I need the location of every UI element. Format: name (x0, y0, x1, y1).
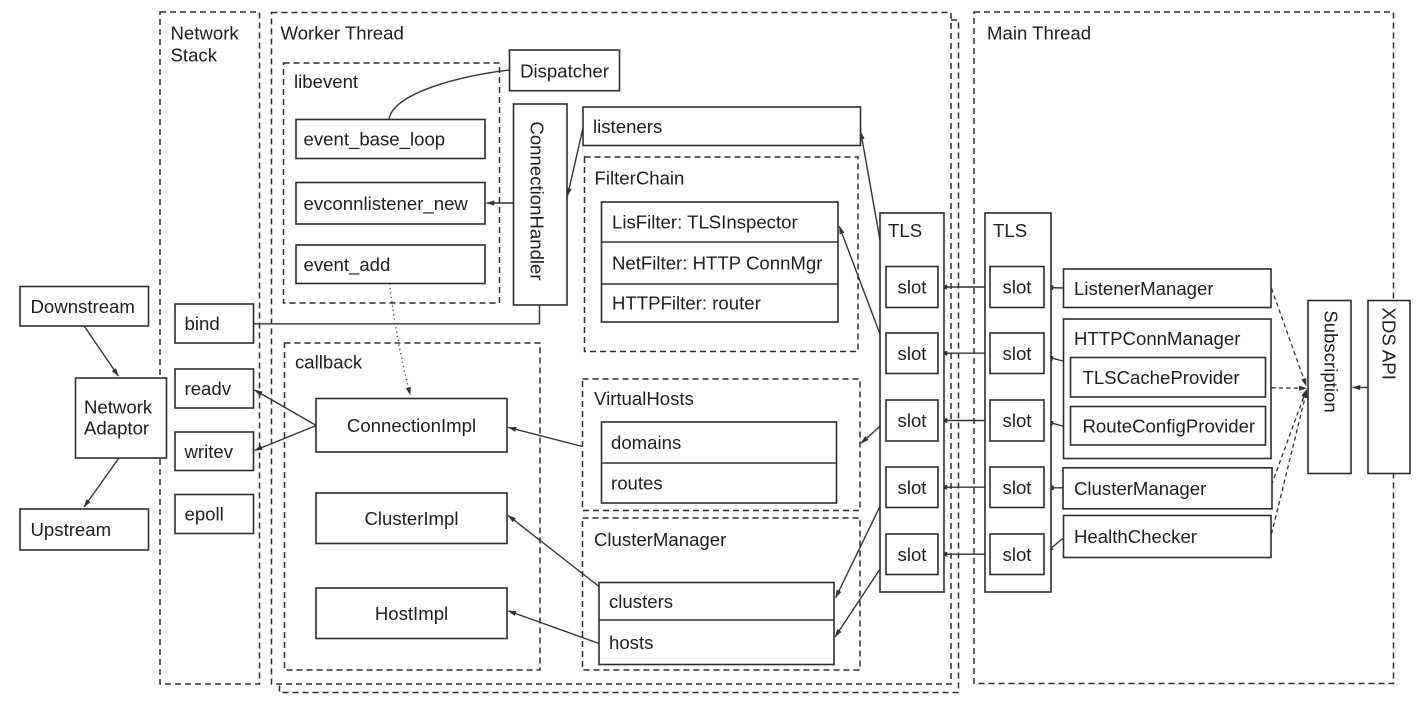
svg-text:slot: slot (898, 477, 928, 498)
svg-text:event_add: event_add (304, 254, 391, 276)
svg-text:event_base_loop: event_base_loop (304, 129, 446, 151)
svg-text:Upstream: Upstream (31, 519, 112, 540)
svg-text:slot: slot (1003, 544, 1033, 565)
svg-text:routes: routes (611, 473, 663, 494)
svg-text:FilterChain: FilterChain (595, 168, 685, 189)
svg-text:listeners: listeners (593, 116, 662, 137)
svg-text:HTTPFilter: router: HTTPFilter: router (612, 293, 761, 314)
svg-text:TLS: TLS (888, 220, 922, 241)
svg-text:domains: domains (611, 432, 681, 453)
svg-text:slot: slot (898, 277, 928, 298)
svg-text:TLS: TLS (993, 220, 1027, 241)
svg-text:TLSCacheProvider: TLSCacheProvider (1083, 367, 1240, 388)
svg-text:Main Thread: Main Thread (987, 23, 1091, 44)
svg-text:Subscription: Subscription (1321, 310, 1342, 412)
svg-text:slot: slot (1003, 343, 1033, 364)
svg-text:slot: slot (898, 410, 928, 431)
svg-text:slot: slot (898, 544, 928, 565)
svg-text:ConnectionHandler: ConnectionHandler (527, 121, 548, 280)
svg-text:NetFilter: HTTP ConnMgr: NetFilter: HTTP ConnMgr (612, 253, 822, 274)
svg-text:Dispatcher: Dispatcher (520, 61, 609, 82)
svg-text:epoll: epoll (185, 504, 224, 525)
svg-text:LisFilter: TLSInspector: LisFilter: TLSInspector (612, 212, 798, 233)
svg-text:hosts: hosts (609, 632, 653, 653)
svg-text:ClusterImpl: ClusterImpl (364, 508, 458, 529)
svg-text:ConnectionImpl: ConnectionImpl (347, 415, 476, 436)
svg-text:HostImpl: HostImpl (375, 603, 448, 624)
svg-text:Downstream: Downstream (31, 296, 135, 317)
svg-text:slot: slot (1003, 277, 1033, 298)
svg-text:Stack: Stack (171, 45, 218, 66)
svg-text:slot: slot (898, 343, 928, 364)
svg-text:RouteConfigProvider: RouteConfigProvider (1083, 416, 1256, 437)
svg-text:readv: readv (185, 378, 232, 399)
svg-text:libevent: libevent (294, 71, 359, 92)
svg-text:HealthChecker: HealthChecker (1074, 526, 1197, 547)
svg-text:HTTPConnManager: HTTPConnManager (1074, 328, 1240, 349)
svg-text:Adaptor: Adaptor (84, 418, 149, 439)
svg-text:callback: callback (295, 352, 363, 373)
svg-text:ClusterManager: ClusterManager (1074, 478, 1206, 499)
svg-text:Network: Network (171, 23, 240, 44)
svg-text:evconnlistener_new: evconnlistener_new (304, 193, 469, 215)
svg-text:Worker Thread: Worker Thread (281, 23, 404, 44)
svg-text:XDS API: XDS API (1379, 308, 1400, 380)
svg-text:VirtualHosts: VirtualHosts (594, 388, 694, 409)
svg-text:slot: slot (1003, 410, 1033, 431)
svg-text:Network: Network (84, 397, 153, 418)
svg-text:slot: slot (1003, 477, 1033, 498)
svg-text:writev: writev (184, 441, 234, 462)
svg-text:ClusterManager: ClusterManager (594, 529, 726, 550)
svg-text:ListenerManager: ListenerManager (1074, 278, 1214, 299)
svg-text:clusters: clusters (609, 591, 673, 612)
svg-text:bind: bind (185, 313, 220, 334)
